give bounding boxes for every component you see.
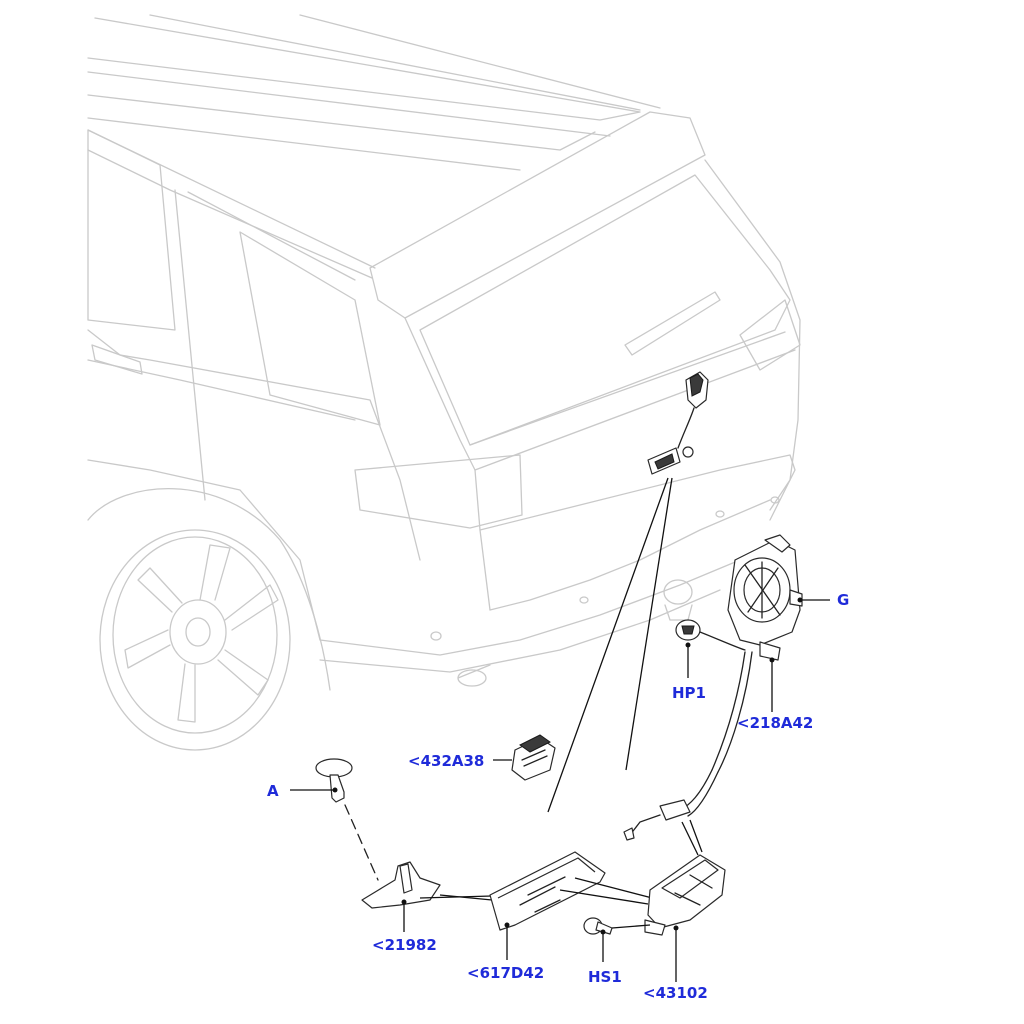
bracket-617d42 xyxy=(489,851,606,931)
stud-axis-line xyxy=(344,804,379,881)
leader-21982-b xyxy=(419,895,493,899)
callout-43102[interactable]: <43102 xyxy=(643,984,708,1002)
callout-hs1[interactable]: HS1 xyxy=(588,968,622,986)
callout-a[interactable]: A xyxy=(267,782,279,800)
tailgate-handle-switch xyxy=(647,371,709,475)
leader-cable-to-latch-a xyxy=(681,821,699,856)
leader-hs1-latch xyxy=(611,924,651,929)
vehicle-outline xyxy=(87,14,801,751)
callout-218a42[interactable]: <218A42 xyxy=(737,714,813,732)
callout-hp1[interactable]: HP1 xyxy=(672,684,706,702)
callout-432a38[interactable]: <432A38 xyxy=(408,752,484,770)
stud-bolt-a xyxy=(315,758,353,803)
callout-21982[interactable]: <21982 xyxy=(372,936,437,954)
leader-cable-to-latch-b xyxy=(689,819,703,853)
leader-switch-right xyxy=(625,477,673,771)
bracket-21982 xyxy=(361,861,441,909)
leader-switch-left xyxy=(547,477,669,813)
callout-g[interactable]: G xyxy=(837,591,849,609)
callout-617d42[interactable]: <617D42 xyxy=(467,964,544,982)
screw-hs1 xyxy=(583,917,613,935)
leader-bracket-latch-b xyxy=(574,877,661,901)
leader-bracket-latch-a xyxy=(559,889,649,905)
leader-21982-a xyxy=(439,894,493,901)
tailgate-latch-43102 xyxy=(644,854,726,936)
release-cable xyxy=(623,619,753,841)
control-module-432a38 xyxy=(511,734,556,781)
tailgate-actuator xyxy=(727,534,803,661)
